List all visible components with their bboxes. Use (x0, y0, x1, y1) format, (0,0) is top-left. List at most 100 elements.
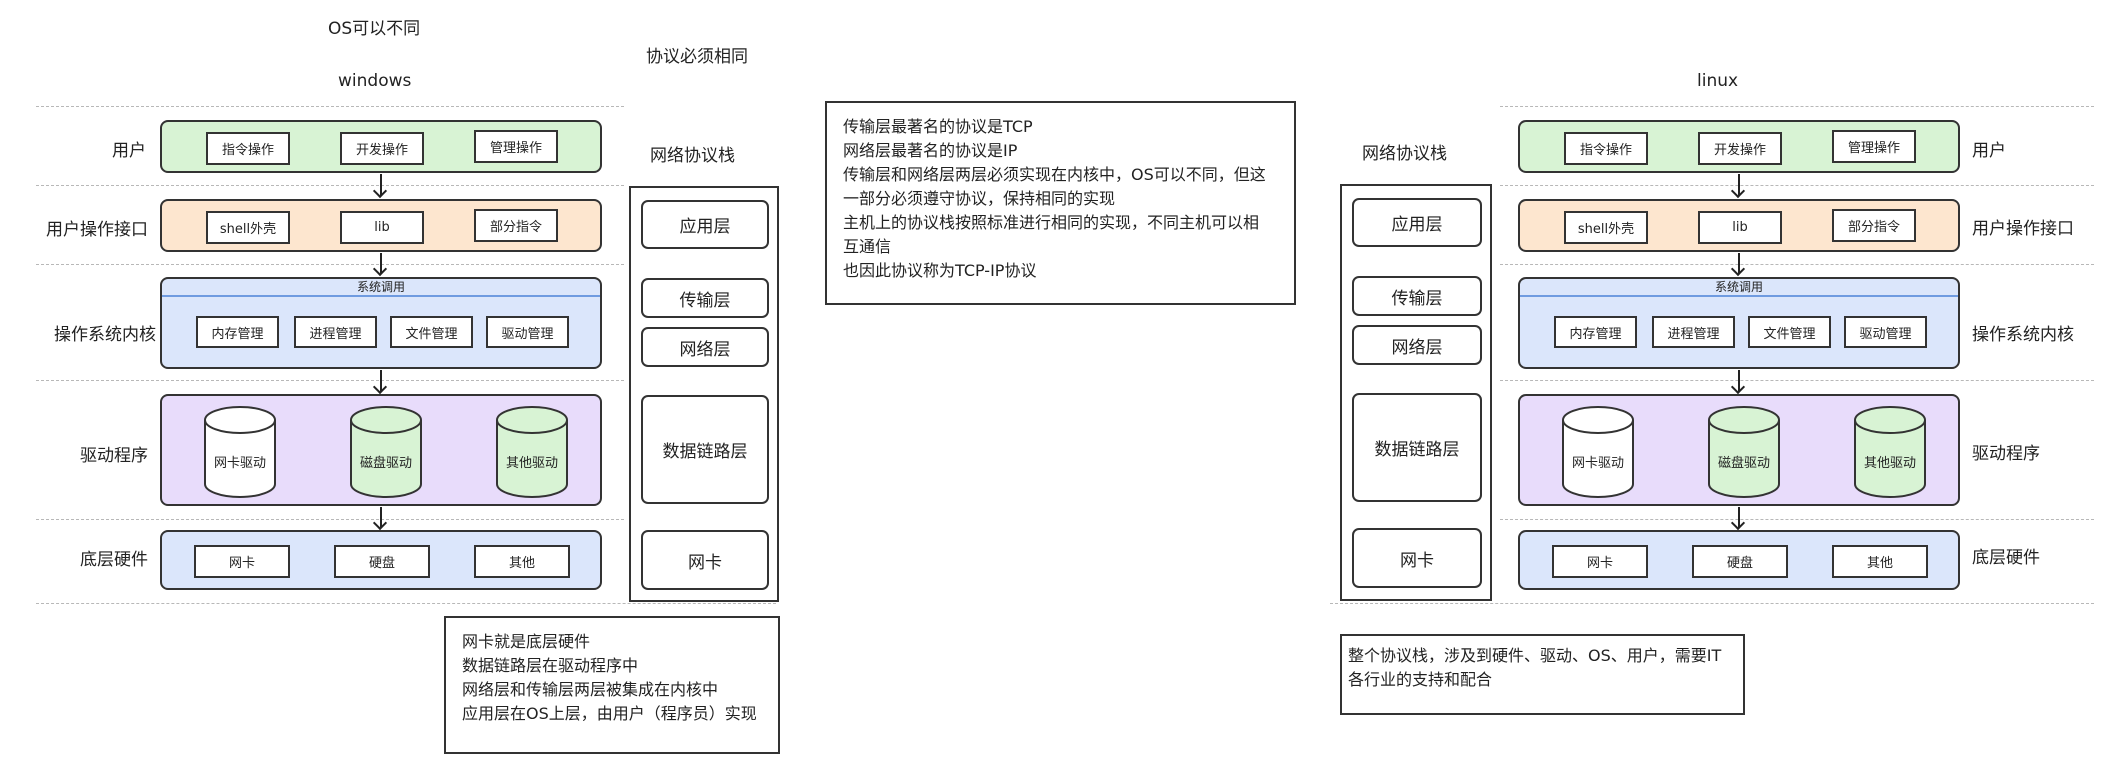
kernel-band: 系统调用 内存管理 进程管理 文件管理 驱动管理 (160, 277, 602, 369)
divider-line (1500, 380, 2094, 381)
interface-band: shell外壳 lib 部分指令 (1518, 199, 1960, 252)
database-cylinder-icon (1708, 406, 1780, 498)
interface-box-shell: shell外壳 (206, 211, 290, 244)
user-box-manage: 管理操作 (1832, 130, 1916, 163)
down-arrow-icon (1738, 370, 1740, 391)
cylinder-label: 其他驱动 (1863, 456, 1916, 471)
row-label-kernel: 操作系统内核 (1972, 325, 2074, 345)
interface-box-shell: shell外壳 (1564, 211, 1648, 244)
cylinder-label: 其他驱动 (505, 456, 558, 471)
divider-line (1500, 106, 2094, 107)
divider-line (1500, 185, 2094, 186)
row-label-hardware: 底层硬件 (1972, 548, 2040, 568)
hardware-box-other: 其他 (1832, 545, 1928, 578)
database-cylinder-icon (1562, 406, 1634, 498)
kernel-box-memory: 内存管理 (1554, 316, 1637, 348)
note-line: 网络层和传输层两层被集成在内核中 (462, 680, 719, 699)
note-line: 整个协议栈，涉及到硬件、驱动、OS、用户，需要IT (1348, 646, 1722, 665)
layer-transport: 传输层 (1352, 276, 1482, 316)
note-line: 应用层在OS上层，由用户（程序员）实现 (462, 704, 757, 723)
kernel-box-memory: 内存管理 (196, 316, 279, 348)
syscall-label: 系统调用 (1520, 279, 1958, 297)
layer-application: 应用层 (1352, 198, 1482, 247)
divider-line (1330, 603, 2094, 604)
divider-line (36, 264, 624, 265)
row-label-kernel: 操作系统内核 (54, 325, 156, 345)
driver-band: 网卡驱动 磁盘驱动 其他驱动 (1518, 394, 1960, 506)
note-line: 主机上的协议栈按照标准进行相同的实现，不同主机可以相 (843, 213, 1260, 232)
note-line: 传输层和网络层两层必须实现在内核中，OS可以不同，但这 (843, 165, 1266, 184)
layer-nic: 网卡 (641, 530, 769, 590)
divider-line (36, 106, 624, 107)
user-box-develop: 开发操作 (1698, 132, 1782, 165)
row-label-hardware: 底层硬件 (80, 550, 148, 570)
note-line: 一部分必须遵守协议，保持相同的实现 (843, 189, 1116, 208)
database-cylinder-icon (204, 406, 276, 498)
hardware-box-disk: 硬盘 (1692, 545, 1788, 578)
interface-box-lib: lib (1698, 211, 1782, 244)
database-cylinder-icon (496, 406, 568, 498)
kernel-box-file: 文件管理 (390, 316, 473, 348)
layer-datalink: 数据链路层 (1352, 393, 1482, 502)
row-label-user: 用户 (112, 141, 146, 161)
divider-line (36, 380, 624, 381)
left-os-name: windows (338, 71, 412, 91)
note-line: 网络层最著名的协议是IP (843, 141, 1018, 160)
user-band: 指令操作 开发操作 管理操作 (160, 120, 602, 173)
divider-line (1500, 519, 2094, 520)
right-os-name: linux (1697, 71, 1739, 91)
row-label-user-interface: 用户操作接口 (46, 220, 148, 240)
kernel-box-driver: 驱动管理 (1844, 316, 1927, 348)
interface-box-lib: lib (340, 211, 424, 244)
protocol-stack-frame: 应用层 传输层 网络层 数据链路层 网卡 (629, 186, 779, 602)
interface-box-commands: 部分指令 (1832, 209, 1916, 242)
note-top-center: 传输层最著名的协议是TCP 网络层最著名的协议是IP 传输层和网络层两层必须实现… (825, 101, 1296, 305)
cylinder-label: 网卡驱动 (1571, 456, 1624, 471)
hardware-box-other: 其他 (474, 545, 570, 578)
database-cylinder-icon (350, 406, 422, 498)
layer-network: 网络层 (641, 327, 769, 367)
cylinder-label: 网卡驱动 (213, 456, 266, 471)
protocol-stack-title: 网络协议栈 (650, 146, 735, 166)
note-line: 互通信 (843, 237, 892, 256)
cylinder-label: 磁盘驱动 (359, 456, 412, 471)
interface-box-commands: 部分指令 (474, 209, 558, 242)
kernel-box-driver: 驱动管理 (486, 316, 569, 348)
user-band: 指令操作 开发操作 管理操作 (1518, 120, 1960, 173)
kernel-box-process: 进程管理 (1652, 316, 1735, 348)
layer-application: 应用层 (641, 200, 769, 249)
row-label-user: 用户 (1972, 141, 2006, 161)
down-arrow-icon (380, 370, 382, 391)
row-label-driver: 驱动程序 (1972, 444, 2040, 464)
user-box-command: 指令操作 (206, 132, 290, 165)
kernel-band: 系统调用 内存管理 进程管理 文件管理 驱动管理 (1518, 277, 1960, 369)
user-box-develop: 开发操作 (340, 132, 424, 165)
note-bottom-right: 整个协议栈，涉及到硬件、驱动、OS、用户，需要IT 各行业的支持和配合 (1340, 634, 1745, 715)
down-arrow-icon (1738, 253, 1740, 273)
hardware-band: 网卡 硬盘 其他 (160, 530, 602, 590)
row-label-driver: 驱动程序 (80, 446, 148, 466)
down-arrow-icon (1738, 174, 1740, 195)
hardware-box-nic: 网卡 (1552, 545, 1648, 578)
divider-line (36, 519, 624, 520)
layer-transport: 传输层 (641, 278, 769, 318)
layer-nic: 网卡 (1352, 528, 1482, 588)
user-box-manage: 管理操作 (474, 130, 558, 163)
note-line: 各行业的支持和配合 (1348, 670, 1493, 689)
cylinder-label: 磁盘驱动 (1717, 456, 1770, 471)
layer-network: 网络层 (1352, 325, 1482, 365)
divider-line (36, 603, 776, 604)
kernel-box-file: 文件管理 (1748, 316, 1831, 348)
down-arrow-icon (380, 253, 382, 273)
syscall-label: 系统调用 (162, 279, 600, 297)
note-line: 数据链路层在驱动程序中 (462, 656, 639, 675)
protocol-stack-frame: 应用层 传输层 网络层 数据链路层 网卡 (1340, 184, 1492, 601)
down-arrow-icon (380, 507, 382, 527)
note-line: 传输层最著名的协议是TCP (843, 117, 1033, 136)
note-bottom-left: 网卡就是底层硬件 数据链路层在驱动程序中 网络层和传输层两层被集成在内核中 应用… (444, 616, 780, 754)
divider-line (36, 185, 624, 186)
down-arrow-icon (1738, 507, 1740, 527)
kernel-box-process: 进程管理 (294, 316, 377, 348)
note-line: 网卡就是底层硬件 (462, 632, 591, 651)
protocol-stack-title: 网络协议栈 (1362, 144, 1447, 164)
